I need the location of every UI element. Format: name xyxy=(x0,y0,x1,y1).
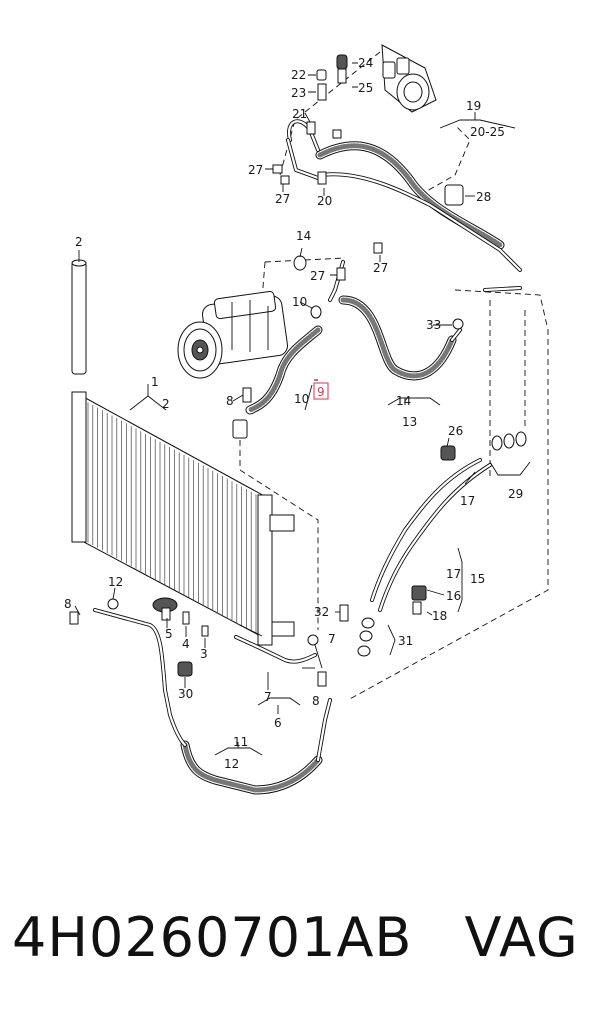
label-20: 20 xyxy=(317,194,332,208)
label-10-ring: 10 xyxy=(292,295,307,309)
receiver-dryer xyxy=(71,259,87,375)
assembly-outline-lines xyxy=(239,51,549,701)
metal-pipes xyxy=(93,119,522,762)
label-19: 19 xyxy=(466,99,481,113)
label-31: 31 xyxy=(398,634,413,648)
hoses xyxy=(180,141,505,795)
label-27-right: 27 xyxy=(373,261,388,275)
label-2: 2 xyxy=(162,397,170,411)
part-labels: 2 1 2 3 4 5 6 7 7 8 8 8 9 10 10 11 12 12… xyxy=(64,56,523,771)
label-4: 4 xyxy=(182,637,190,651)
leader-lines xyxy=(74,62,531,756)
label-23: 23 xyxy=(291,86,306,100)
label-8-left: 8 xyxy=(64,597,72,611)
label-26: 26 xyxy=(448,424,463,438)
label-20-25: 20-25 xyxy=(470,125,505,139)
label-10-hose: 10 xyxy=(294,392,309,406)
small-parts xyxy=(69,54,527,687)
label-17-pipe: 17 xyxy=(460,494,475,508)
brand-name: VAG xyxy=(464,905,579,969)
label-24: 24 xyxy=(358,56,373,70)
label-1: 1 xyxy=(151,375,159,389)
label-8-bottom: 8 xyxy=(312,694,320,708)
label-6: 6 xyxy=(274,716,282,730)
expansion-valve-block xyxy=(381,44,437,113)
caption: 4H0260701AB VAG xyxy=(0,892,600,982)
label-14-ring: 14 xyxy=(296,229,311,243)
label-15: 15 xyxy=(470,572,485,586)
label-5: 5 xyxy=(165,627,173,641)
label-9-highlighted: 9 xyxy=(317,385,325,399)
label-14-hose: 14 xyxy=(396,394,411,408)
label-27-mid: 27 xyxy=(310,269,325,283)
label-22: 22 xyxy=(291,68,306,82)
label-7-bottom: 7 xyxy=(264,690,272,704)
label-33: 33 xyxy=(426,318,441,332)
label-13: 13 xyxy=(402,415,417,429)
ac-compressor xyxy=(177,290,288,379)
label-3: 3 xyxy=(200,647,208,661)
label-27-left: 27 xyxy=(248,163,263,177)
label-30: 30 xyxy=(178,687,193,701)
label-12-hose: 12 xyxy=(224,757,239,771)
label-21: 21 xyxy=(292,107,307,121)
label-16: 16 xyxy=(446,589,461,603)
part-number: 4H0260701AB xyxy=(12,905,413,969)
label-17-bracket: 17 xyxy=(446,567,461,581)
label-12-ring: 12 xyxy=(108,575,123,589)
label-25: 25 xyxy=(358,81,373,95)
label-11: 11 xyxy=(233,735,248,749)
label-7-right: 7 xyxy=(328,632,336,646)
ac-system-exploded-diagram: 2 1 2 3 4 5 6 7 7 8 8 8 9 10 10 11 12 12… xyxy=(64,44,549,795)
label-18: 18 xyxy=(432,609,447,623)
condenser xyxy=(71,391,295,646)
part-9-highlight-box xyxy=(313,382,329,400)
label-29: 29 xyxy=(508,487,523,501)
label-8-compressor: 8 xyxy=(226,394,234,408)
label-28: 28 xyxy=(476,190,491,204)
label-27-lower: 27 xyxy=(275,192,290,206)
label-32: 32 xyxy=(314,605,329,619)
label-2-top: 2 xyxy=(75,235,83,249)
